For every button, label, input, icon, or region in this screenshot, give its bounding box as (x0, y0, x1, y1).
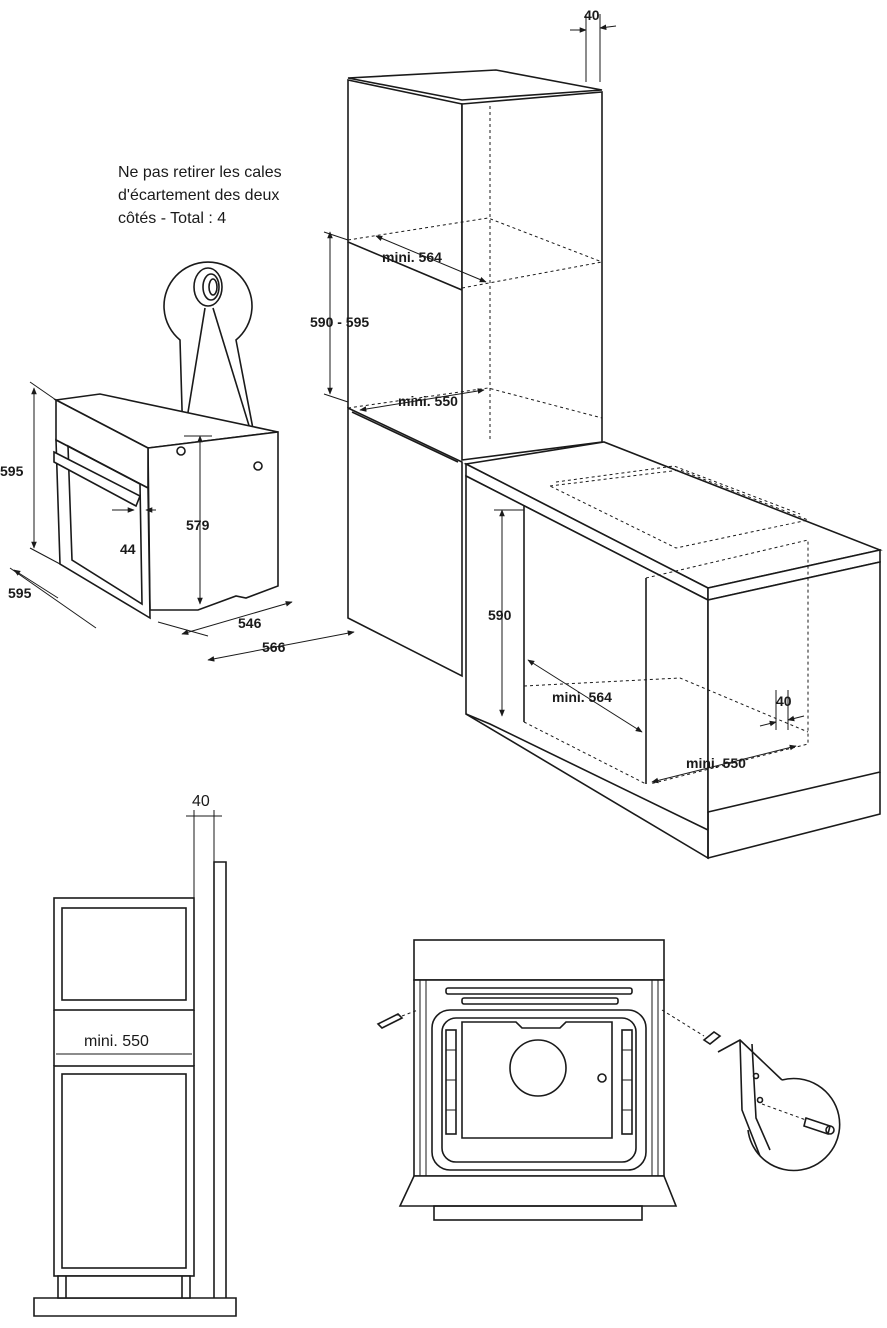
screw-detail (717, 1039, 841, 1172)
note-line-3: côtés - Total : 4 (118, 210, 226, 227)
spacer-right (253, 461, 263, 471)
dim-column-upper-depth: mini. 564 (382, 249, 442, 265)
oven-front-view (376, 939, 722, 1221)
dim-under-counter-floor-depth: mini. 550 (686, 755, 746, 771)
screw-left-icon (376, 1013, 404, 1029)
side-view-top-gap: 40 (192, 793, 210, 810)
spacer-left (176, 446, 186, 456)
dim-under-counter-rear-gap: 40 (776, 693, 792, 709)
fan-cover (509, 1039, 567, 1097)
dim-oven-depth-total: 566 (262, 639, 286, 655)
dim-oven-depth-body: 546 (238, 615, 262, 631)
dim-oven-width: 595 (8, 585, 32, 601)
spacer-ring-icon (193, 267, 223, 307)
screw-right-icon (702, 1031, 722, 1045)
side-view: 40 mini. 550 (33, 793, 237, 1317)
dim-oven-panel: 44 (120, 541, 136, 557)
cabinet-column: 40 mini. 564 590 - 595 mini. 550 (310, 7, 617, 678)
spacer-note: Ne pas retirer les cales d'écartement de… (118, 164, 282, 227)
dim-under-counter-height: 590 (488, 607, 512, 623)
under-counter-cabinet: 590 mini. 564 40 mini. 550 (463, 441, 883, 860)
note-line-1: Ne pas retirer les cales (118, 164, 282, 181)
oven-isometric: 595 595 44 579 546 566 (0, 381, 355, 662)
note-line-2: d'écartement des deux (118, 187, 279, 204)
side-view-min-depth: mini. 550 (84, 1033, 149, 1050)
dim-niche-height: 590 - 595 (310, 314, 369, 330)
dim-oven-height: 595 (0, 463, 24, 479)
dim-under-counter-depth: mini. 564 (552, 689, 612, 705)
dim-oven-inner-height: 579 (186, 517, 210, 533)
dim-column-top-gap: 40 (584, 7, 600, 23)
dim-niche-depth: mini. 550 (398, 393, 458, 409)
